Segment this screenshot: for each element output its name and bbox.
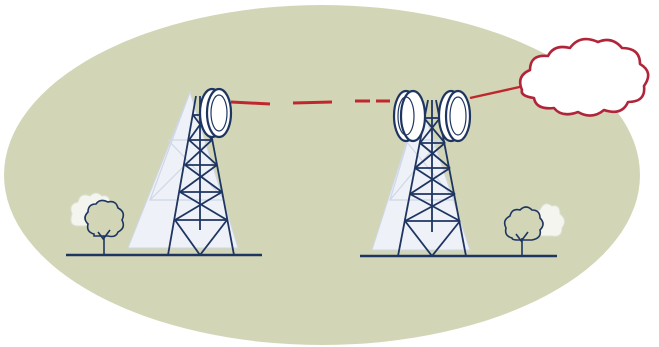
right-dish-icon-right — [437, 89, 472, 143]
right-tree-icon — [503, 203, 566, 256]
cloud-link-line — [469, 84, 525, 100]
left-dish-icon — [198, 87, 233, 139]
microwave-link-line — [230, 99, 390, 106]
left-tower-group — [66, 87, 262, 257]
left-tree-icon — [70, 192, 125, 254]
cloud-icon — [518, 37, 650, 117]
right-dish-icon-left — [392, 89, 427, 143]
right-tower-group — [360, 89, 566, 258]
ground-ellipse — [4, 5, 640, 345]
